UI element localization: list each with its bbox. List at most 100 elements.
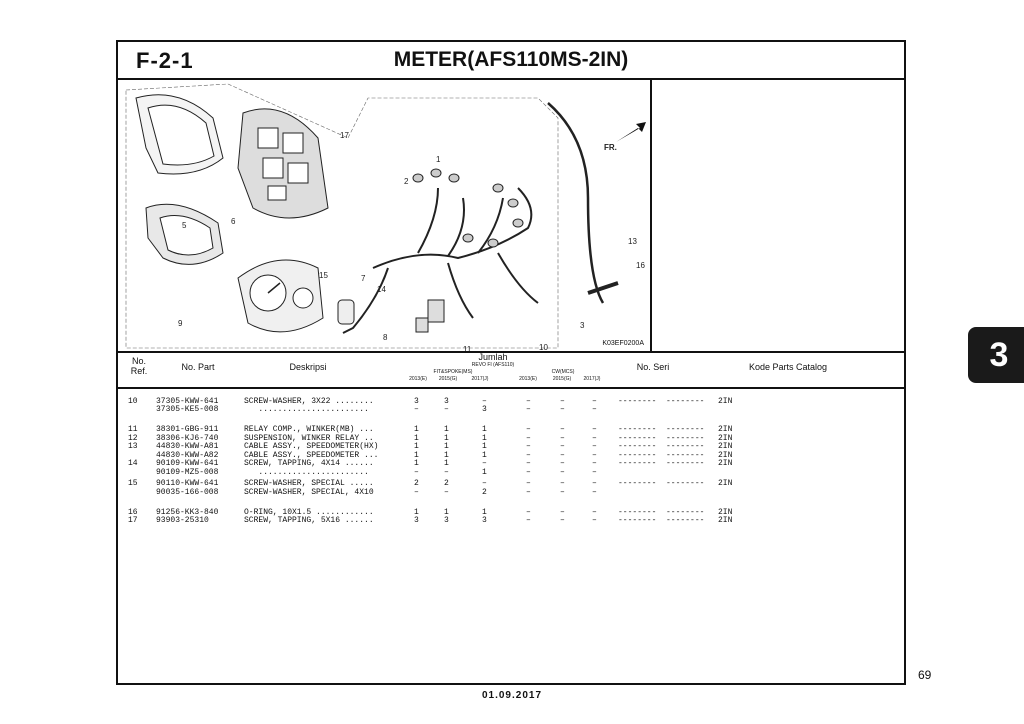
part-number-cell: 44830-KWW-A82 <box>156 451 219 460</box>
diagram-code: K03EF0200A <box>602 340 644 347</box>
serial-cell: -------- -------- <box>618 479 705 488</box>
quantity-cell: 1 <box>444 459 449 468</box>
quantity-cell: – <box>482 479 487 488</box>
quantity-cell: – <box>526 434 531 443</box>
col-deskripsi: Deskripsi <box>289 362 327 372</box>
quantity-cell: – <box>482 397 487 406</box>
ref-cell: 13 <box>128 442 138 451</box>
callout-1: 1 <box>436 155 441 164</box>
quantity-cell: 1 <box>482 451 487 460</box>
quantity-cell: 1 <box>482 442 487 451</box>
callout-14: 14 <box>377 285 386 294</box>
quantity-cell: – <box>414 488 419 497</box>
catalog-code-cell: 2IN <box>718 516 733 525</box>
bottle-part <box>337 299 355 325</box>
quantity-cell: – <box>560 468 565 477</box>
description-cell: SCREW-WASHER, SPECIAL ..... <box>244 479 374 488</box>
quantity-cell: 1 <box>482 425 487 434</box>
serial-cell: -------- -------- <box>618 397 705 406</box>
col-jumlah: Jumlah <box>478 352 508 362</box>
diagram-boundary <box>125 83 559 349</box>
part-number-cell: 93903-25310 <box>156 516 209 525</box>
quantity-cell: – <box>592 479 597 488</box>
quantity-cell: – <box>526 516 531 525</box>
quantity-cell: 1 <box>482 434 487 443</box>
col-no-ref: No. Ref. <box>130 356 148 376</box>
description-cell: SUSPENSION, WINKER RELAY .. <box>244 434 374 443</box>
serial-cell: -------- -------- <box>618 508 705 517</box>
ref-cell: 11 <box>128 425 138 434</box>
col-year-4: 2013(E) <box>519 376 537 382</box>
meter-panel-part <box>237 259 324 333</box>
quantity-cell: – <box>592 508 597 517</box>
quantity-cell: 1 <box>482 508 487 517</box>
callout-10: 10 <box>539 343 548 351</box>
table-row: 10 37305-KWW-641 SCREW-WASHER, 3X22 ......… <box>118 397 904 406</box>
part-number-cell: 38306-KJ6-740 <box>156 434 219 443</box>
quantity-cell: – <box>444 488 449 497</box>
quantity-cell: – <box>444 405 449 414</box>
meter-cover-part <box>135 94 224 175</box>
col-no-seri: No. Seri <box>636 362 670 372</box>
quantity-cell: – <box>526 479 531 488</box>
col-kode: Kode Parts Catalog <box>748 362 828 372</box>
quantity-cell: 1 <box>444 451 449 460</box>
callout-3: 3 <box>580 321 585 330</box>
ref-cell: 10 <box>128 397 138 406</box>
col-year-6: 2017(J) <box>583 376 601 382</box>
quantity-cell: 3 <box>414 516 419 525</box>
quantity-cell: 3 <box>414 397 419 406</box>
table-row: 90109-MZ5-008 ....................... – – 1… <box>118 468 904 477</box>
quantity-cell: – <box>414 468 419 477</box>
quantity-cell: 1 <box>414 459 419 468</box>
page-number: 69 <box>918 668 932 682</box>
part-number-cell: 37305-KWW-641 <box>156 397 219 406</box>
quantity-cell: – <box>560 405 565 414</box>
table-header: No. Ref. No. Part Deskripsi Jumlah REVO … <box>118 352 904 389</box>
callout-6: 6 <box>231 217 236 226</box>
catalog-code-cell: 2IN <box>718 434 733 443</box>
quantity-cell: – <box>526 468 531 477</box>
part-number-cell: 90109-MZ5-008 <box>156 468 219 477</box>
description-cell: ....................... <box>244 405 369 414</box>
catalog-code-cell: 2IN <box>718 425 733 434</box>
catalog-code-cell: 2IN <box>718 479 733 488</box>
col-year-2: 2015(G) <box>438 376 458 382</box>
quantity-cell: – <box>526 442 531 451</box>
callout-17: 17 <box>340 131 349 140</box>
quantity-cell: 3 <box>444 516 449 525</box>
description-cell: CABLE ASSY., SPEEDOMETER(HX) <box>244 442 379 451</box>
description-cell: RELAY COMP., WINKER(MB) ... <box>244 425 374 434</box>
quantity-cell: – <box>592 451 597 460</box>
catalog-code-cell: 2IN <box>718 397 733 406</box>
quantity-cell: 1 <box>444 434 449 443</box>
catalog-code-cell: 2IN <box>718 442 733 451</box>
fr-label: FR. <box>604 143 617 152</box>
quantity-cell: – <box>560 434 565 443</box>
part-number-cell: 90110-KWW-641 <box>156 479 219 488</box>
description-cell: ....................... <box>244 468 369 477</box>
section-code: F-2-1 <box>136 48 194 73</box>
quantity-cell: 1 <box>444 442 449 451</box>
quantity-cell: 1 <box>482 468 487 477</box>
description-cell: SCREW-WASHER, 3X22 ........ <box>244 397 374 406</box>
catalog-code-cell: 2IN <box>718 459 733 468</box>
serial-cell: -------- -------- <box>618 425 705 434</box>
col-year-3: 2017(J) <box>471 376 489 382</box>
part-number-cell: 44830-KWW-A81 <box>156 442 219 451</box>
part-number-cell: 37305-KE5-008 <box>156 405 219 414</box>
callout-7: 7 <box>361 274 366 283</box>
quantity-cell: – <box>592 397 597 406</box>
meter-bezel-part <box>145 203 224 265</box>
quantity-cell: – <box>526 508 531 517</box>
quantity-cell: – <box>526 488 531 497</box>
diagram-svg: FR. 5 6 9 4 17 15 7 14 8 12 11 10 3 13 1… <box>125 83 646 351</box>
quantity-cell: 1 <box>414 508 419 517</box>
description-cell: CABLE ASSY., SPEEDOMETER ... <box>244 451 379 460</box>
quantity-cell: – <box>592 434 597 443</box>
